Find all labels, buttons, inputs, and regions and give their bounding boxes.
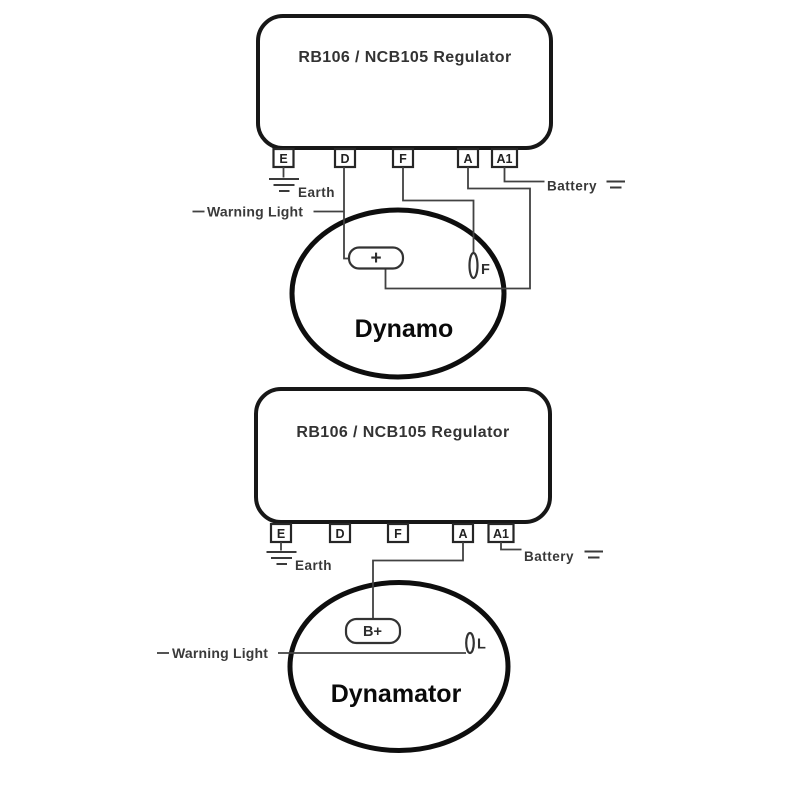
battery-icon [584,550,603,559]
terminal-label-f: F [394,527,402,541]
terminal-label-a1: A1 [497,152,513,166]
terminal-box-d [333,147,357,169]
battery-icon [606,180,625,189]
dynamator-body [287,580,511,753]
regulator-title: RB106 / NCB105 Regulator [298,49,511,66]
regulator-box [256,14,553,150]
dynamator-bplus-label: B+ [363,624,382,640]
terminal-box-f [386,522,410,544]
earth-icon [266,551,297,565]
wire-f-to-dynamo-field [402,167,475,253]
dynamo-field-terminal [468,251,479,280]
dynamator-name-label: Dynamator [331,680,462,708]
battery-label: Battery [547,179,597,194]
terminal-label-e: E [279,152,287,166]
terminal-label-d: D [335,527,344,541]
wire-a-to-dynamator-bplus [372,542,464,619]
dynamo-diagram: RB106 / NCB105 Regulator E D F A A1 Eart… [192,14,625,380]
earth-label: Earth [295,558,332,573]
dynamator-bplus-terminal [344,617,402,645]
terminal-label-a: A [463,152,472,166]
terminal-box-d [328,522,352,544]
terminal-label-f: F [399,152,407,166]
dynamo-plus-label: + [370,248,381,269]
dynamo-plus-terminal [347,246,405,270]
terminal-label-e: E [277,527,285,541]
battery-label: Battery [524,549,574,564]
dynamo-body [289,207,507,380]
dynamator-diagram: RB106 / NCB105 Regulator E D F A A1 Eart… [157,387,603,753]
terminal-label-a1: A1 [493,527,509,541]
wire-a1-to-battery [503,167,545,183]
warning-light-label: Warning Light [172,645,268,661]
terminal-label-a: A [458,527,467,541]
wire-d-to-dynamo-plus [343,167,349,260]
dynamator-lamp-terminal [465,631,475,655]
earth-icon [269,178,299,192]
terminal-label-d: D [340,152,349,166]
warning-light-label: Warning Light [207,204,303,220]
wire-a-to-dynamo-plus [384,167,531,290]
dynamo-field-label: F [481,262,490,278]
earth-label: Earth [298,185,335,200]
wire-a1-to-battery [500,542,522,551]
regulator-title: RB106 / NCB105 Regulator [296,424,509,441]
regulator-box [254,387,552,524]
dynamator-lamp-label: L [477,637,486,653]
dynamo-name-label: Dynamo [355,315,454,343]
